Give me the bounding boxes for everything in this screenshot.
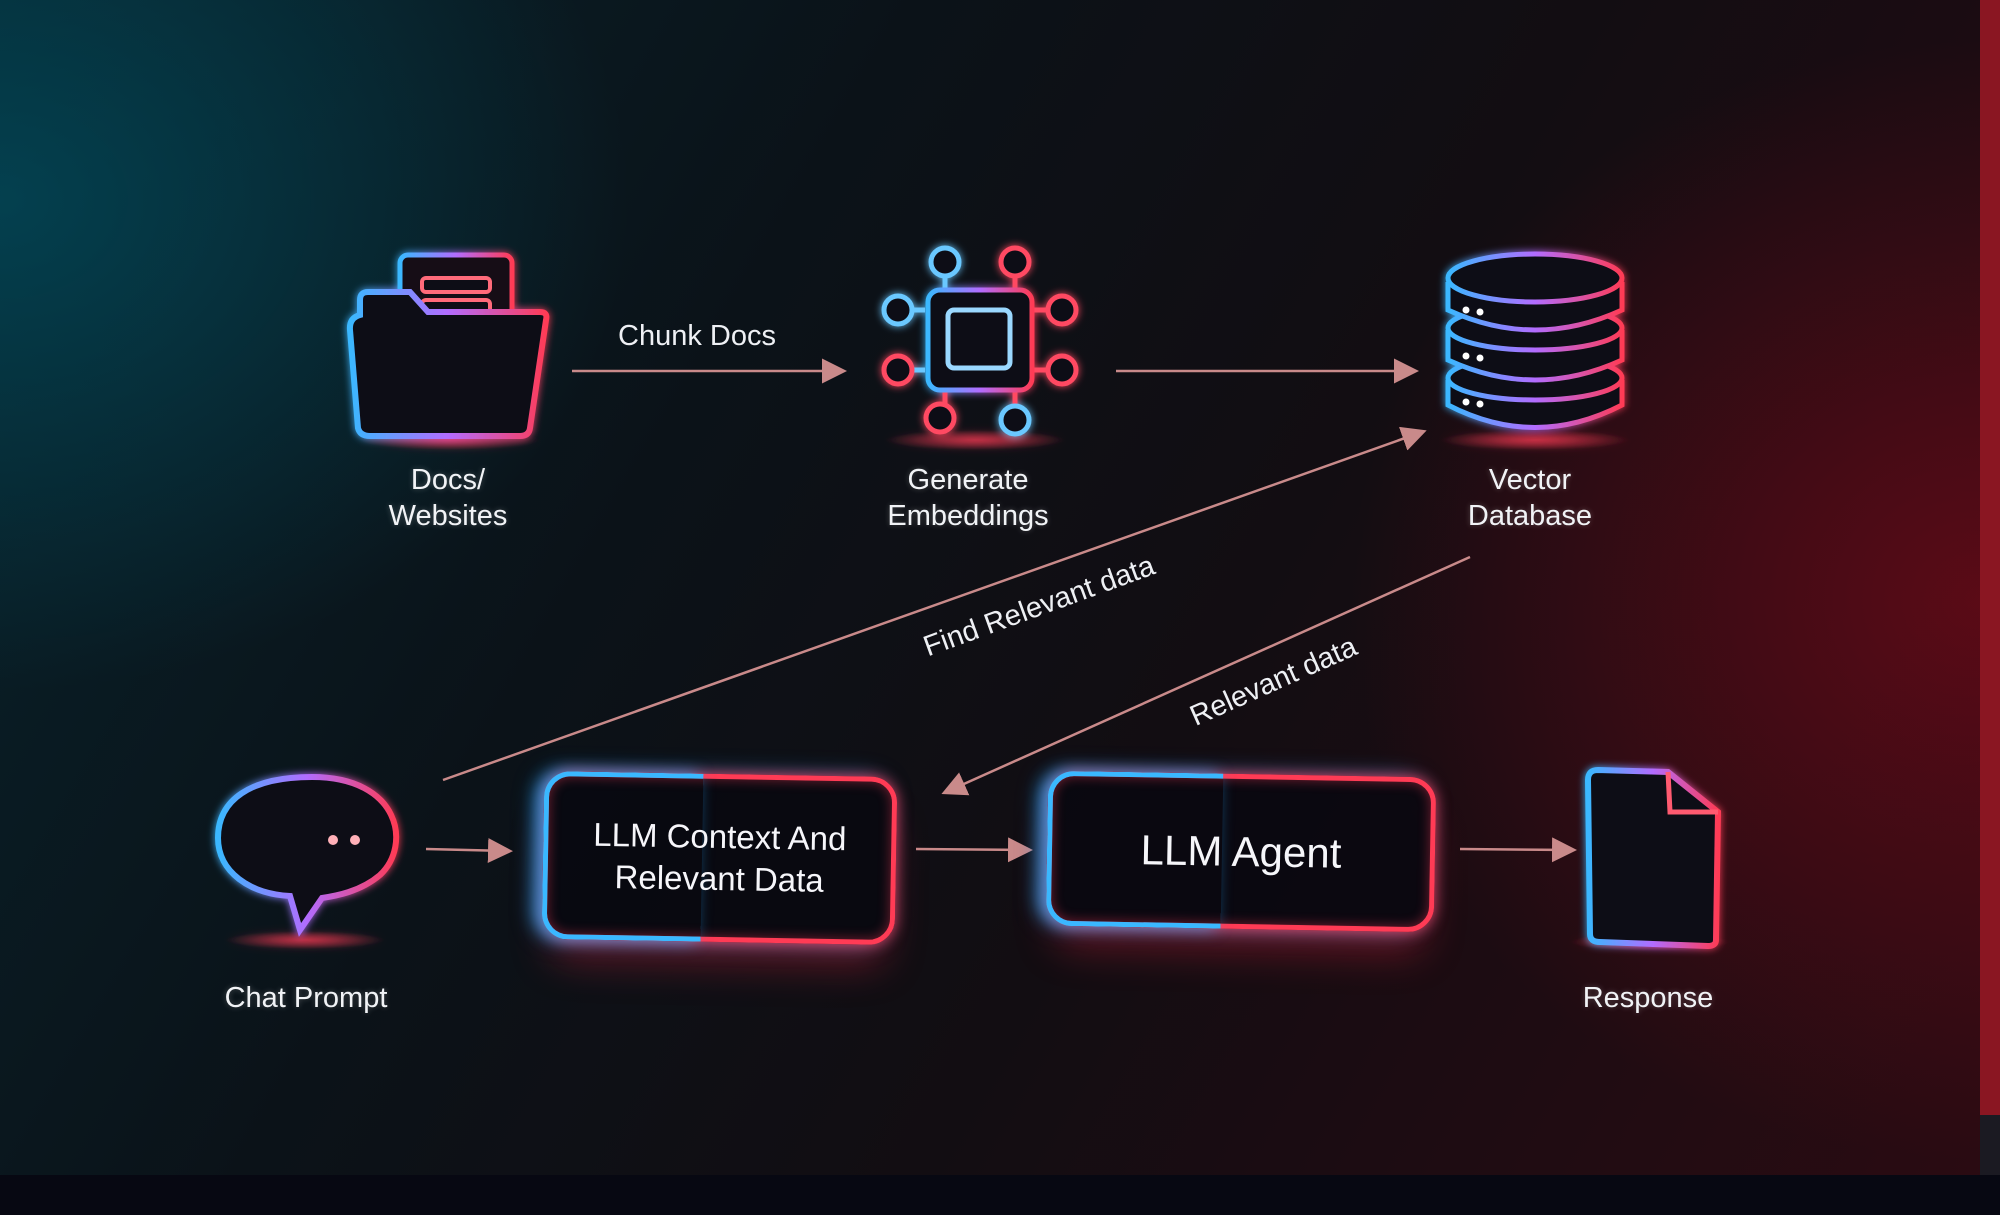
right-edge-strip xyxy=(1980,0,2000,1115)
docs-label: Docs/ Websites xyxy=(388,464,508,532)
embeddings-label: Generate Embeddings xyxy=(887,464,1049,532)
edge-label-chunk-docs: Chunk Docs xyxy=(618,320,776,352)
arrow-db-to-context xyxy=(941,555,1471,796)
arrow-chat-to-db xyxy=(442,426,1427,782)
arrow-agent-to-response xyxy=(1459,837,1577,863)
arrow-context-to-agent xyxy=(915,837,1033,863)
llm-agent-label: LLM Agent xyxy=(1140,825,1342,877)
right-edge-strip-lower xyxy=(1980,1115,2000,1175)
database-icon xyxy=(1440,251,1630,450)
chat-prompt-label: Chat Prompt xyxy=(224,982,388,1014)
bottom-bar xyxy=(0,1175,2000,1215)
folder-icon xyxy=(346,252,550,450)
vector-db-label: Vector Database xyxy=(1467,464,1593,532)
arrow-chat-to-context xyxy=(425,838,513,864)
llm-context-label: LLM Context And Relevant Data xyxy=(592,815,847,899)
llm-context-box: LLM Context And Relevant Data xyxy=(541,770,898,946)
chip-icon xyxy=(881,245,1079,450)
document-icon xyxy=(1570,766,1730,951)
chat-bubble-icon xyxy=(214,773,400,949)
response-label: Response xyxy=(1582,982,1714,1014)
diagram-canvas: Docs/ Websites Generate Embeddings Vecto… xyxy=(0,0,1980,1175)
diagram-svg xyxy=(214,245,1730,951)
llm-agent-box: LLM Agent xyxy=(1045,770,1437,933)
